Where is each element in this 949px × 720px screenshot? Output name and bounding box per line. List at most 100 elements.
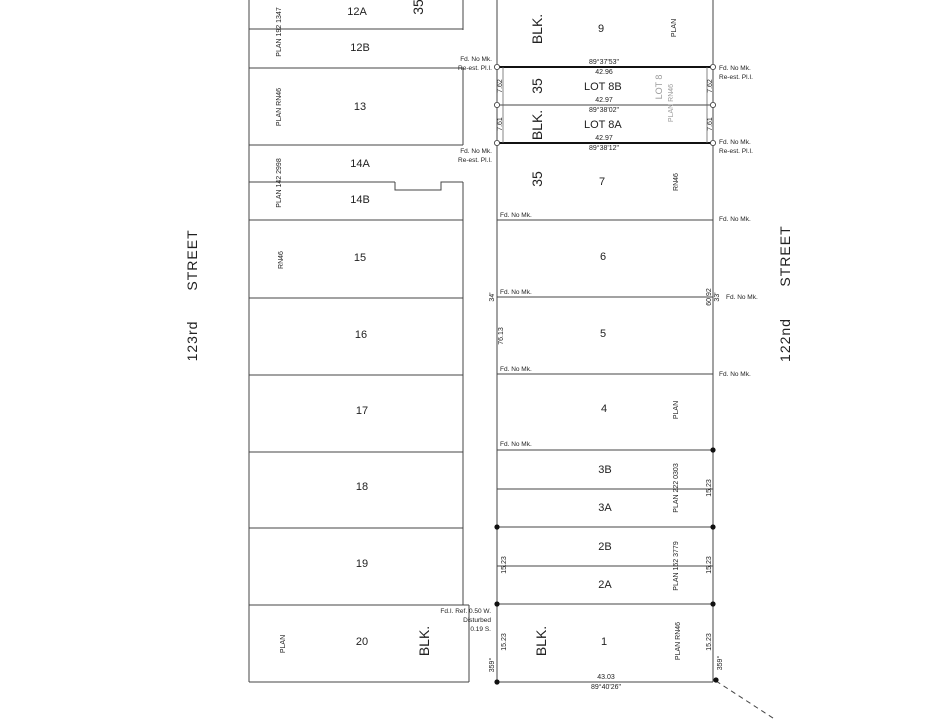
iron-marker (710, 601, 716, 607)
reest-ne-1: Re-est. Pl.I. (719, 74, 753, 81)
lot-4-label: 4 (601, 403, 607, 415)
east-block-label-1: BLK. (533, 626, 549, 656)
lot-1-label: 1 (601, 636, 607, 648)
plan-15-label: RN46 (278, 251, 285, 269)
lot-8b-label: LOT 8B (584, 81, 622, 93)
lot-19-label: 19 (356, 558, 368, 570)
pin-marker (493, 139, 500, 146)
east-block-label-top: BLK. (529, 14, 545, 44)
lot-17-label: 17 (356, 405, 368, 417)
width-8b: 42.97 (595, 97, 613, 104)
dim-15-23-lot1-east: 15.23 (706, 633, 713, 651)
monuments: Fd. No Mk. Re-est. Pl.I. Fd. No Mk. Re-e… (440, 56, 758, 685)
depth-8a-west: 7.61 (497, 117, 504, 131)
east-block-label-8a: BLK. (529, 110, 545, 140)
fd-no-mk-lot6-west: Fd. No Mk. (500, 289, 532, 296)
west-street-label-1: 123rd (184, 321, 200, 362)
plan-13-label: PLAN RN46 (276, 88, 283, 126)
lot-3a-label: 3A (598, 502, 612, 514)
fd-no-mk-nw-1: Fd. No Mk. (460, 56, 492, 63)
lot-8a-label: LOT 8A (584, 119, 622, 131)
fd-no-mk-nw-2: Fd. No Mk. (460, 148, 492, 155)
iron-marker (494, 679, 500, 685)
reest-nw-2: Re-est. Pl.I. (458, 157, 492, 164)
bearing-mid: 89°38'02" (589, 106, 619, 114)
pin-marker (710, 102, 717, 109)
reest-ne-2: Re-est. Pl.I. (719, 148, 753, 155)
lot-13-label: 13 (354, 101, 366, 113)
ref-note-1: Fd.I. Ref. 0.50 W. (440, 608, 491, 615)
lot-15-label: 15 (354, 252, 366, 264)
lane-width-34: 34' (489, 292, 496, 301)
dashed-tie-line (715, 680, 777, 720)
depth-8b-east: 7.62 (707, 79, 714, 93)
lot-16-label: 16 (355, 329, 367, 341)
dim-15-23-lot2-east: 15.23 (706, 556, 713, 574)
street-labels: STREET 123rd STREET 122nd (184, 225, 793, 362)
lot-12b-label: 12B (350, 42, 370, 54)
pin-marker (710, 139, 717, 146)
iron-marker (494, 524, 500, 530)
lot-2b-label: 2B (598, 541, 611, 553)
east-block-number-7: 35 (529, 171, 545, 187)
dim-15-23-lot3: 15.23 (706, 479, 713, 497)
ref-note-2: Disturbed (463, 617, 491, 624)
iron-marker (710, 524, 716, 530)
plan-8-plan-faint: PLAN RN46 (668, 84, 675, 122)
lot-7-label: 7 (599, 176, 605, 188)
lot-2a-label: 2A (598, 579, 612, 591)
depth-8a-east: 7.61 (707, 117, 714, 131)
lot-6-label: 6 (600, 251, 606, 263)
plan-7-label: RN46 (673, 173, 680, 191)
lot-3b-label: 3B (598, 464, 611, 476)
east-block-number-8b: 35 (529, 78, 545, 94)
lot-18-label: 18 (356, 481, 368, 493)
dim-76-13: 76.13 (498, 327, 505, 345)
bearing-top: 89°37'53" (589, 58, 619, 66)
fd-no-mk-lot7-east: Fd. No Mk. (719, 216, 751, 223)
iron-marker (710, 447, 716, 453)
fd-no-mk-lot5-east: Fd. No Mk. (719, 371, 751, 378)
plan-14-label: PLAN 142 2998 (276, 158, 283, 208)
iron-marker (713, 677, 719, 683)
east-street-label-1: 122nd (777, 318, 793, 362)
plan-1-label: PLAN RN46 (675, 622, 682, 660)
width-8a: 42.97 (595, 135, 613, 142)
bearing-bottom: 89°40'26" (591, 683, 621, 691)
west-block-number: 35 (410, 0, 426, 15)
west-street-label-2: STREET (184, 229, 200, 290)
west-block-label: BLK. (416, 626, 432, 656)
width-bottom: 43.03 (597, 674, 615, 681)
dim-15-23-lot1-west: 15.23 (501, 633, 508, 651)
bearing-8a: 89°38'12" (589, 144, 619, 152)
plan-12-label: PLAN 192 1347 (276, 7, 283, 57)
angle-359-west: 359° (488, 658, 496, 673)
width-top: 42.96 (595, 69, 613, 76)
east-block: 9 LOT 8B LOT 8A 7 6 5 4 3B 3A 2B 2A 1 BL… (496, 0, 714, 683)
plan-8-lot-faint: LOT 8 (654, 75, 664, 100)
plan-2-label: PLAN 162 3779 (673, 541, 680, 591)
plan-3-label: PLAN 222 0303 (673, 463, 680, 513)
east-street-width-33: 33' (714, 292, 721, 301)
pin-marker (493, 64, 500, 71)
reest-nw-1: Re-est. Pl.I. (458, 65, 492, 72)
iron-marker (494, 601, 500, 607)
west-block: 12A 12B 13 14A 14B 15 16 17 18 19 20 35 … (248, 0, 470, 683)
pin-marker (493, 102, 500, 109)
angle-359-east: 359° (716, 656, 724, 671)
lot-12a-label: 12A (347, 6, 367, 18)
ref-note-3: 0.19 S. (470, 626, 491, 633)
depth-8b-west: 7.62 (497, 79, 504, 93)
dim-15-23-lot2-west: 15.23 (501, 556, 508, 574)
lot-14a-label: 14A (350, 158, 370, 170)
plan-4-label: PLAN (673, 401, 680, 419)
lot-9-label: 9 (598, 23, 604, 35)
dim-60-92: 60.92 (706, 288, 713, 306)
plan-9-label: PLAN (671, 19, 678, 37)
fd-no-mk-ne-1: Fd. No Mk. (719, 65, 751, 72)
fd-no-mk-ne-2: Fd. No Mk. (719, 139, 751, 146)
plan-20-label: PLAN (280, 635, 287, 653)
east-street-label-2: STREET (777, 225, 793, 286)
lot-14b-label: 14B (350, 194, 370, 206)
